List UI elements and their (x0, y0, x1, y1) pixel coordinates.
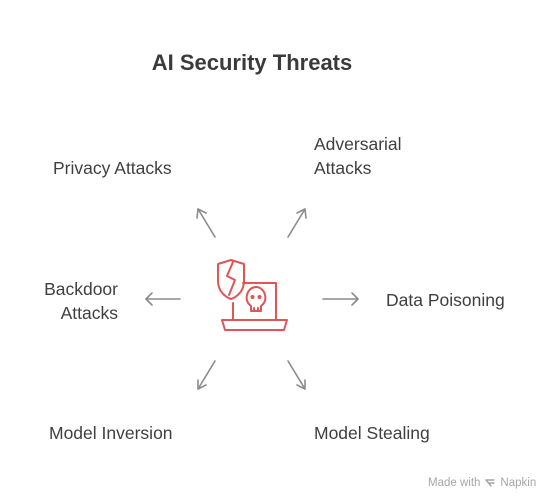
footer-made-with: Made with (428, 477, 481, 489)
label-data-poisoning: Data Poisoning (386, 288, 505, 312)
arrow-backdoor (145, 292, 181, 306)
diagram-title: AI Security Threats (151, 50, 353, 75)
made-with-napkin-footer[interactable]: Made with Napkin (428, 477, 536, 489)
label-adversarial-attacks: Adversarial Attacks (314, 132, 402, 180)
label-line: Model Stealing (314, 423, 430, 443)
label-backdoor-attacks: Backdoor Attacks (34, 277, 118, 325)
label-line: Attacks (60, 303, 118, 323)
label-model-inversion: Model Inversion (49, 421, 173, 445)
laptop-skull-shield-icon (217, 259, 288, 331)
label-line: Data Poisoning (386, 290, 505, 310)
label-line: Privacy Attacks (53, 158, 172, 178)
arrow-inversion (197, 360, 216, 390)
arrow-privacy (196, 208, 216, 238)
label-line: Backdoor (44, 279, 118, 299)
label-line: Attacks (314, 158, 372, 178)
footer-brand: Napkin (500, 477, 537, 489)
label-privacy-attacks: Privacy Attacks (53, 156, 172, 180)
label-line: Model Inversion (49, 423, 173, 443)
label-model-stealing: Model Stealing (314, 421, 430, 445)
arrow-adversarial (287, 208, 307, 238)
napkin-logo-icon (485, 479, 496, 487)
label-line: Adversarial (314, 134, 402, 154)
arrow-poisoning (322, 292, 359, 306)
arrow-stealing (287, 360, 306, 390)
